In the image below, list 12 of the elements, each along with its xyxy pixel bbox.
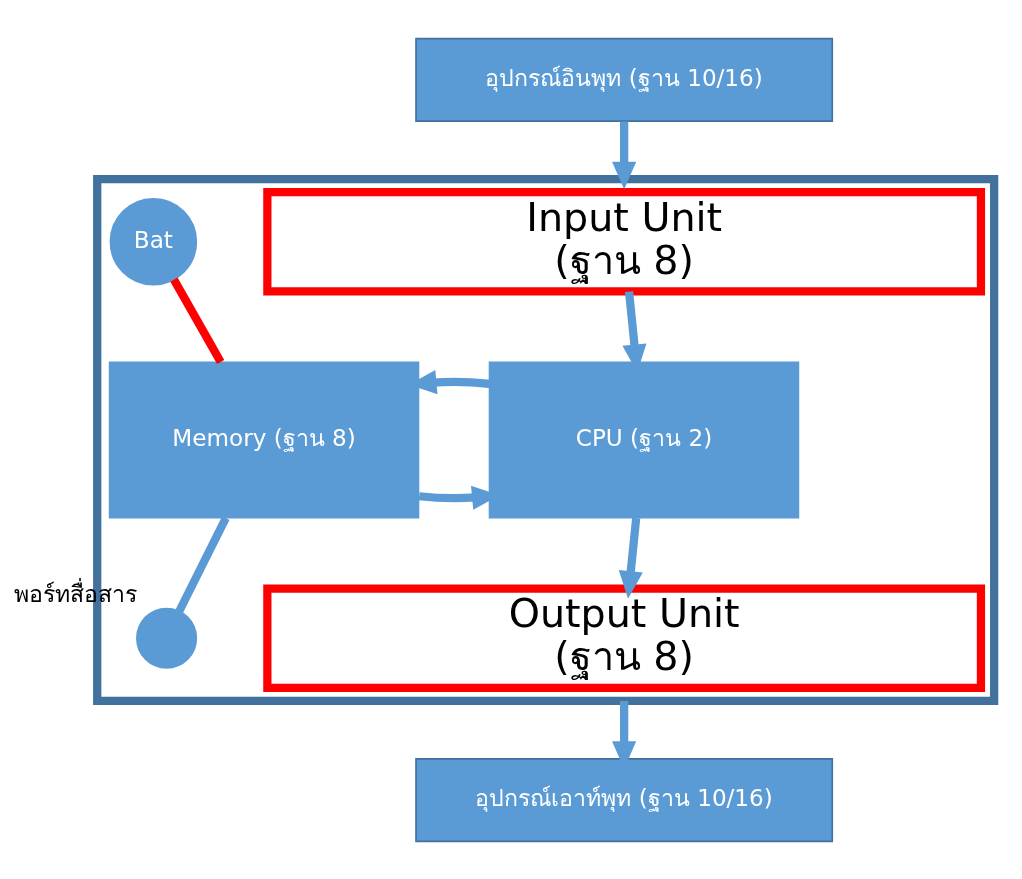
arrow [618,517,643,599]
node-box: อุปกรณ์อินพุท (ฐาน 10/16) [415,37,834,122]
node-box: อุปกรณ์เอาท์พุท (ฐาน 10/16) [415,757,834,842]
arrow [612,121,637,189]
connector [175,515,230,613]
node-circle [136,607,198,669]
node-box: CPU (ฐาน 2) [488,361,800,518]
node-box: Input Unit (ฐาน 8) [263,187,986,295]
node-box: Output Unit (ฐาน 8) [263,584,986,692]
connector [170,277,225,364]
node-circle: Bat [109,197,198,286]
node-box: Memory (ฐาน 8) [108,361,420,518]
